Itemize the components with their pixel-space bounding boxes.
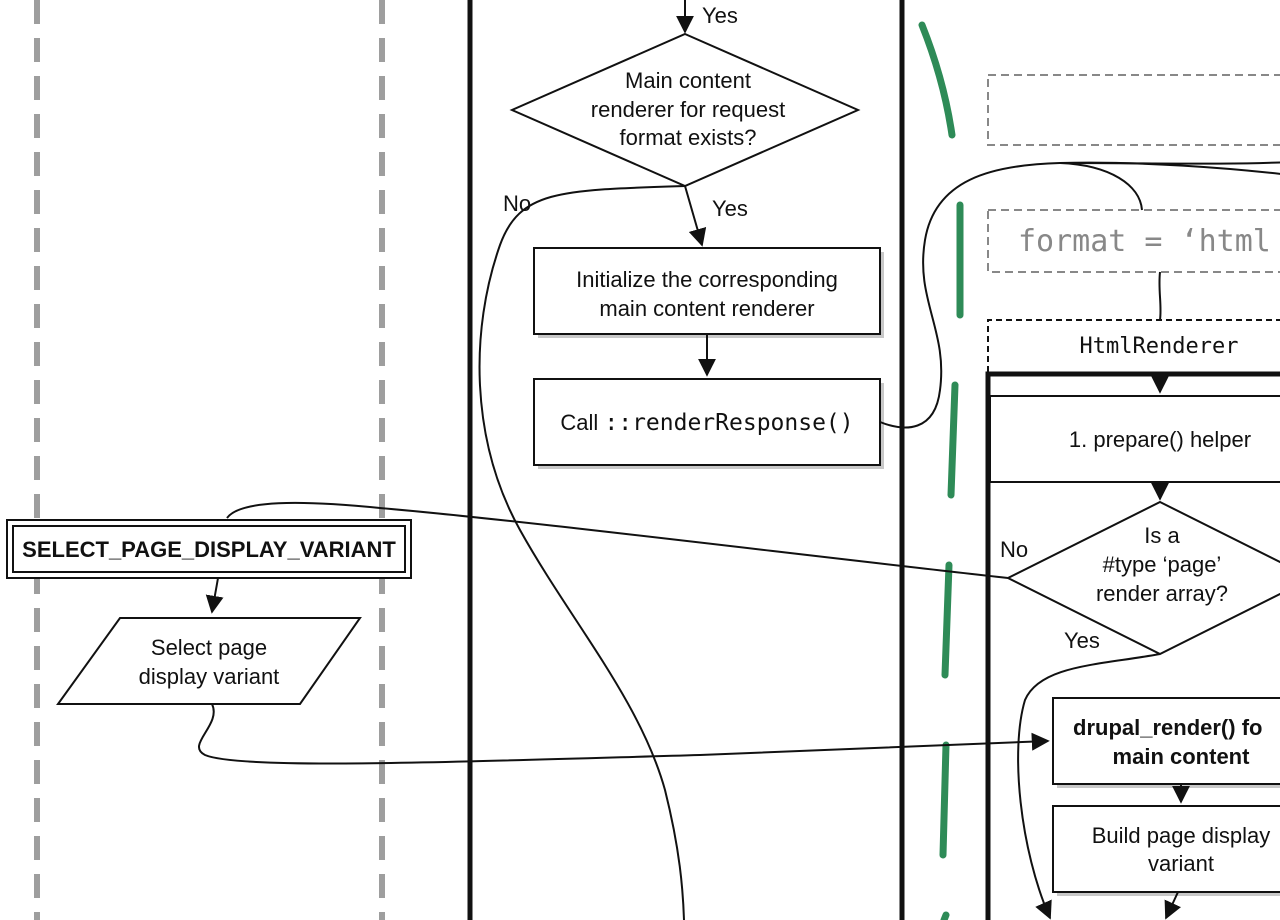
decision-page-type-line-1: Is a (1144, 523, 1180, 548)
init-renderer-line-1: Initialize the corresponding (576, 267, 838, 292)
arrow-build-out (1164, 891, 1181, 920)
edge-label-no-main: No (503, 191, 531, 216)
build-variant-line-1: Build page display (1092, 823, 1271, 848)
init-renderer-box (533, 247, 881, 335)
select-variant-event-inner (12, 525, 406, 573)
decision-page-type-line-2: #type ‘page’ (1103, 552, 1222, 577)
decision-main-renderer-line-3: format exists? (620, 125, 757, 150)
prepare-helper-label: 1. prepare() helper (1069, 427, 1251, 452)
call-render-response-label: Call ::renderResponse() (560, 410, 853, 436)
call-render-response-box (533, 378, 881, 466)
decision-page-type-line-3: render array? (1096, 581, 1228, 606)
prepare-helper-box (989, 395, 1280, 483)
select-variant-event-outer (6, 519, 412, 579)
init-renderer-line-2: main content renderer (599, 296, 814, 321)
arrow-event-to-io (205, 577, 224, 614)
drupal-render-main-line-1: drupal_render() fo (1073, 715, 1262, 740)
connector-call-to-format (879, 161, 1280, 429)
connector-io-to-drupal-render (198, 703, 1050, 765)
select-variant-io-line-1: Select page (151, 635, 267, 660)
connector-no-to-select-event (226, 501, 1009, 579)
edge-label-yes-top: Yes (702, 3, 738, 28)
drupal-render-main-box (1052, 697, 1280, 785)
select-variant-io (56, 617, 362, 705)
select-variant-event-label: SELECT_PAGE_DISPLAY_VARIANT (22, 537, 396, 562)
html-renderer-thick-border (985, 371, 1280, 920)
build-variant-line-2: variant (1148, 851, 1214, 876)
connector-format-branch-b (1064, 161, 1280, 165)
edge-label-yes-page: Yes (1064, 628, 1100, 653)
decision-main-renderer-line-1: Main content (625, 68, 751, 93)
yes-branch-curve (1017, 653, 1161, 920)
dashed-placeholder-box (987, 74, 1280, 146)
build-variant-box (1052, 805, 1280, 893)
decision-main-renderer-line-2: renderer for request (591, 97, 785, 122)
edge-label-no-page: No (1000, 537, 1028, 562)
arrow-yes-to-init (684, 185, 707, 247)
green-dashed-boundary (918, 21, 964, 920)
drupal-render-main-line-2: main content (1113, 744, 1251, 769)
connector-format-to-renderer (1158, 271, 1162, 321)
html-renderer-label: HtmlRenderer (1080, 334, 1239, 359)
connector-format-branch-a (1059, 162, 1143, 211)
edge-label-yes-main: Yes (712, 196, 748, 221)
html-renderer-box (987, 319, 1280, 372)
select-variant-io-line-2: display variant (139, 664, 280, 689)
format-html-box (987, 209, 1280, 273)
format-html-label: format = ‘html (1018, 224, 1271, 259)
